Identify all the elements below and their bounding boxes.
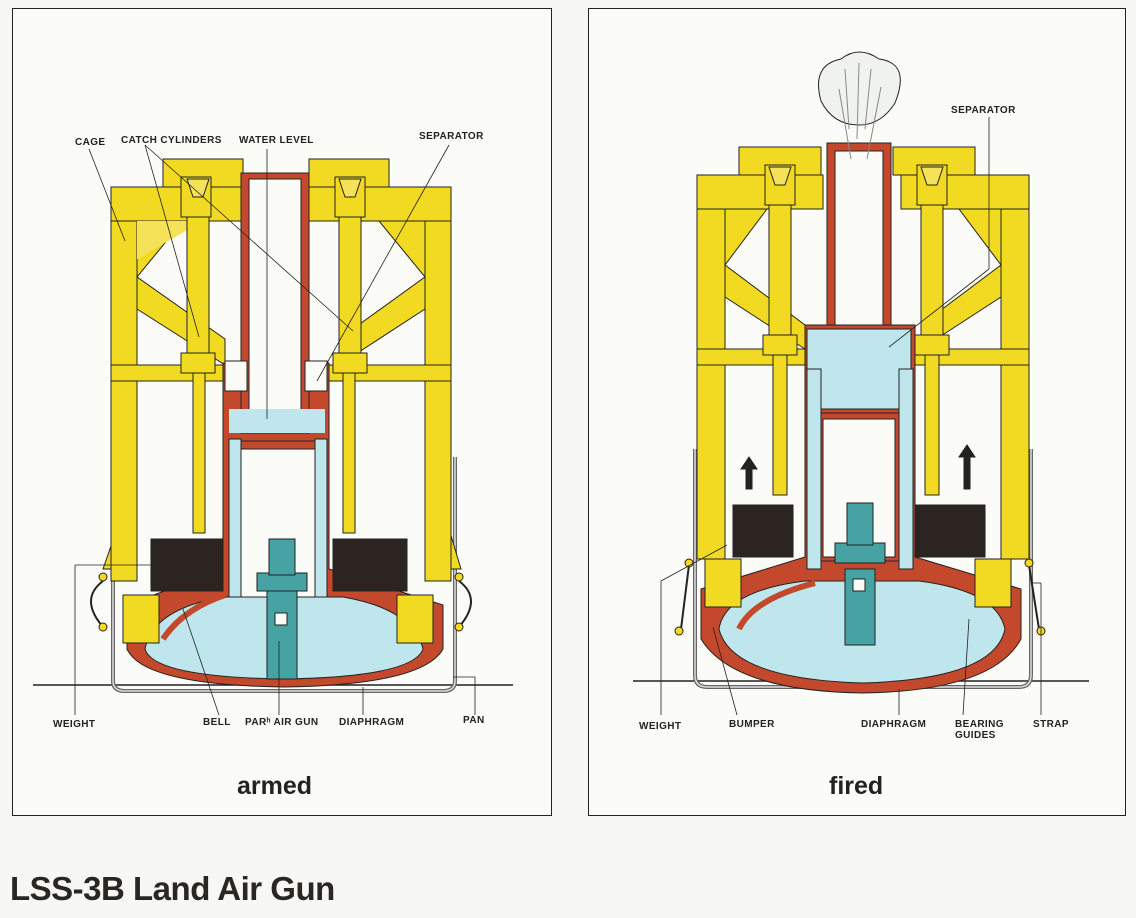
label-bearing-guides-line2: GUIDES — [955, 730, 996, 741]
label-bumper: BUMPER — [729, 719, 775, 730]
label-diaphragm: DIAPHRAGM — [339, 717, 405, 728]
label-catch-cylinders: CATCH CYLINDERS — [121, 135, 222, 146]
label-diaphragm: DIAPHRAGM — [861, 719, 927, 730]
label-bearing-guides-line1: BEARING — [955, 719, 1004, 730]
armed-caption: armed — [237, 772, 313, 800]
label-strap: STRAP — [1033, 719, 1069, 730]
fired-caption: fired — [829, 772, 884, 800]
armed-panel: CAGE CATCH CYLINDERS WATER LEVEL SEPARAT… — [12, 8, 552, 816]
label-pan: PAN — [463, 715, 485, 726]
fired-panel: SEPARATOR WEIGHT BUMPER DIAPHRAGM BEARIN… — [588, 8, 1126, 816]
armed-diagram — [33, 144, 513, 716]
label-weight: WEIGHT — [639, 721, 682, 732]
fired-diagram — [633, 51, 1089, 716]
label-bell: BELL — [203, 717, 231, 728]
label-cage: CAGE — [75, 137, 106, 148]
page-title: LSS-3B Land Air Gun — [10, 870, 335, 907]
label-water-level: WATER LEVEL — [239, 135, 314, 146]
label-weight: WEIGHT — [53, 719, 96, 730]
label-separator: SEPARATOR — [419, 131, 484, 142]
label-separator: SEPARATOR — [951, 105, 1016, 116]
label-par-air-gun: PARʰ AIR GUN — [245, 717, 319, 728]
